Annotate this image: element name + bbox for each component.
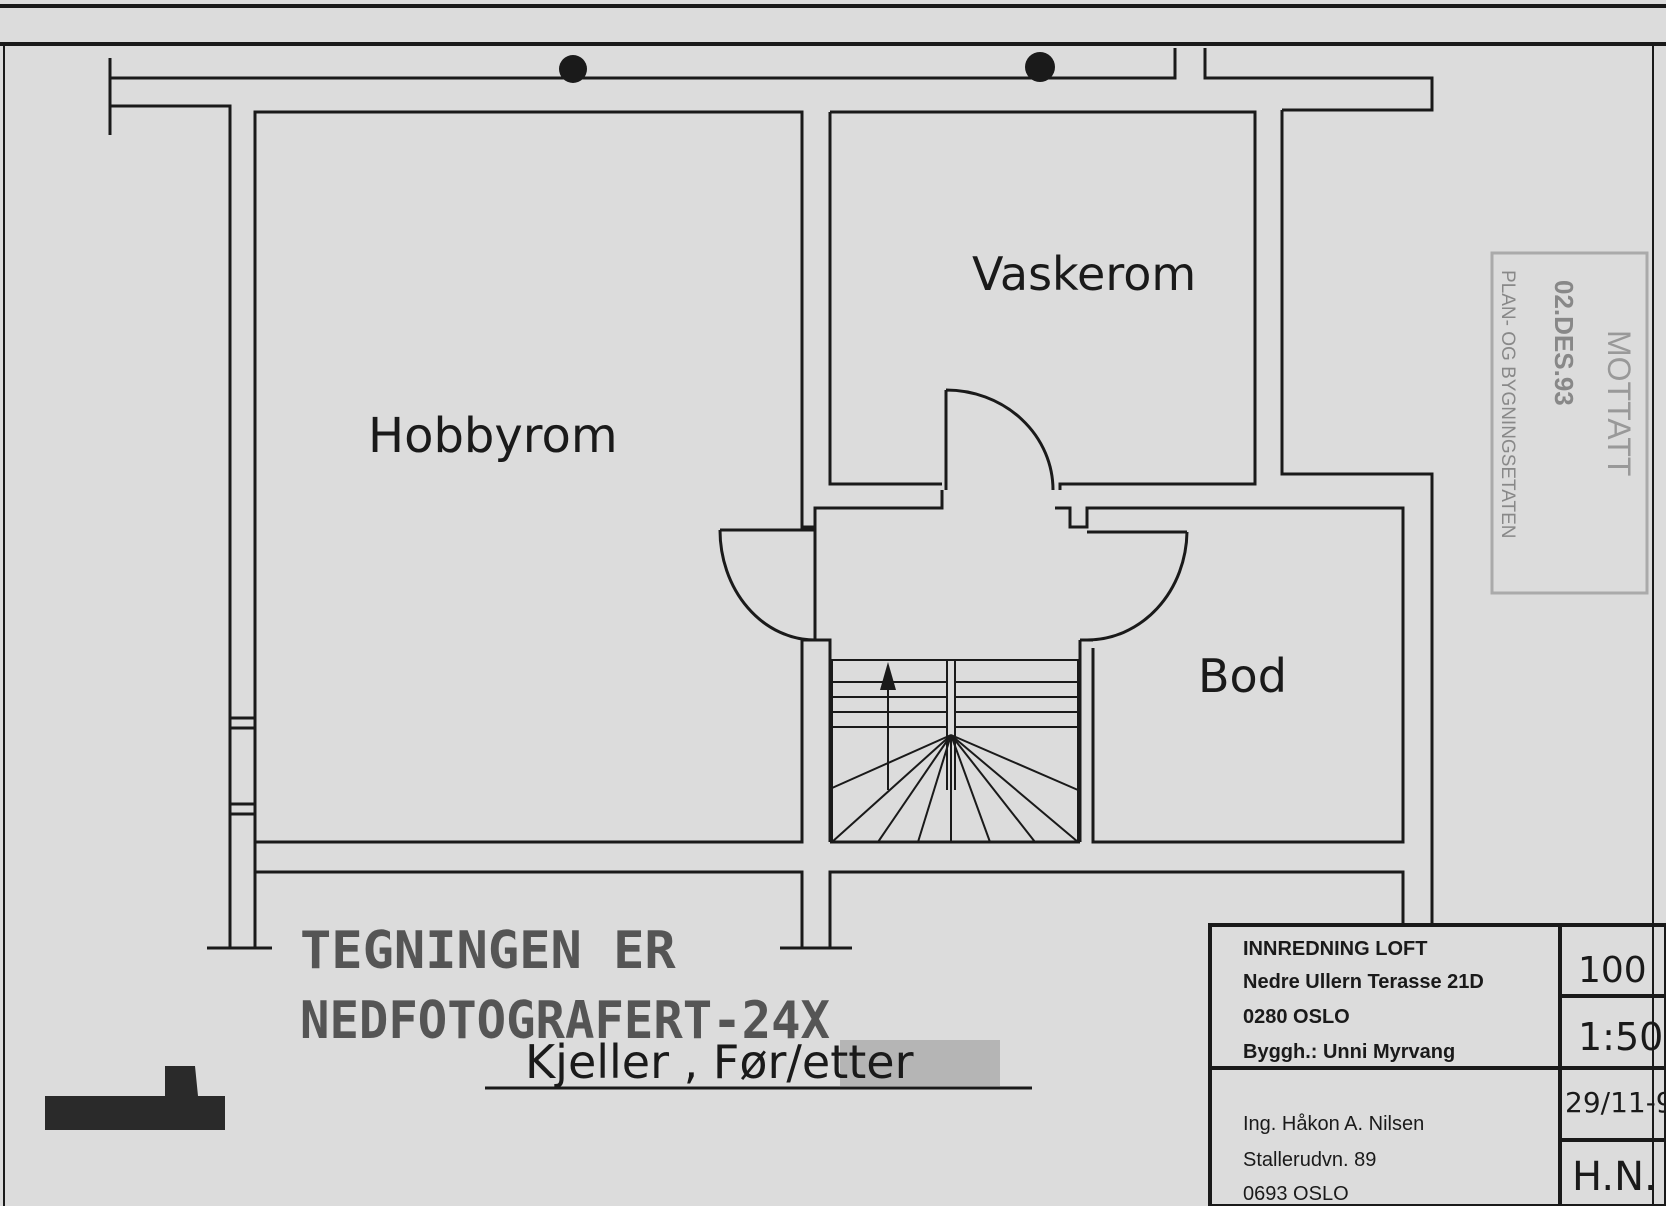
tb-engineer: Ing. Håkon A. Nilsen: [1243, 1113, 1424, 1135]
room-label-bod: Bod: [1198, 649, 1287, 703]
room-label-hobbyrom: Hobbyrom: [368, 408, 618, 464]
staircase: [831, 659, 1079, 843]
tb-date: 29/11-93: [1565, 1086, 1666, 1119]
received-stamp-label: MOTTATT: [1601, 330, 1637, 476]
reduction-note-line1: TEGNINGEN ER: [300, 921, 676, 981]
received-stamp-agency: PLAN- OG BYGNINGSETATEN: [1497, 270, 1518, 539]
received-stamp: MOTTATT 02.DES.93 PLAN- OG BYGNINGSETATE…: [1490, 251, 1649, 595]
walls: [108, 48, 1434, 950]
column-markers: [559, 52, 1055, 83]
tb-postal: 0280 OSLO: [1243, 1006, 1350, 1028]
title-highlight: [840, 1040, 1000, 1086]
tb-scale: 1:50: [1578, 1015, 1663, 1059]
received-stamp-date: 02.DES.93: [1549, 280, 1579, 406]
tb-initials: H.N.: [1572, 1154, 1657, 1200]
sheet-frame: [0, 4, 1666, 1206]
scan-smudge: [45, 1066, 225, 1130]
tb-eng-postal: 0693 OSLO: [1243, 1183, 1349, 1205]
reduction-note-line2: NEDFOTOGRAFERT-24X: [300, 991, 830, 1051]
tb-project: INNREDNING LOFT: [1243, 938, 1427, 960]
drawing-title: Kjeller , Før/etter: [525, 1035, 914, 1089]
title-block: [1208, 923, 1666, 1206]
tb-eng-street: Stallerudvn. 89: [1243, 1149, 1376, 1171]
stair-arrow: [880, 662, 896, 690]
tb-address: Nedre Ullern Terasse 21D: [1243, 971, 1484, 993]
door-swings: [718, 388, 1189, 642]
room-label-vaskerom: Vaskerom: [972, 247, 1196, 301]
tb-drawing-no: 100: [1578, 950, 1647, 991]
tb-owner: Byggh.: Unni Myrvang: [1243, 1041, 1455, 1063]
